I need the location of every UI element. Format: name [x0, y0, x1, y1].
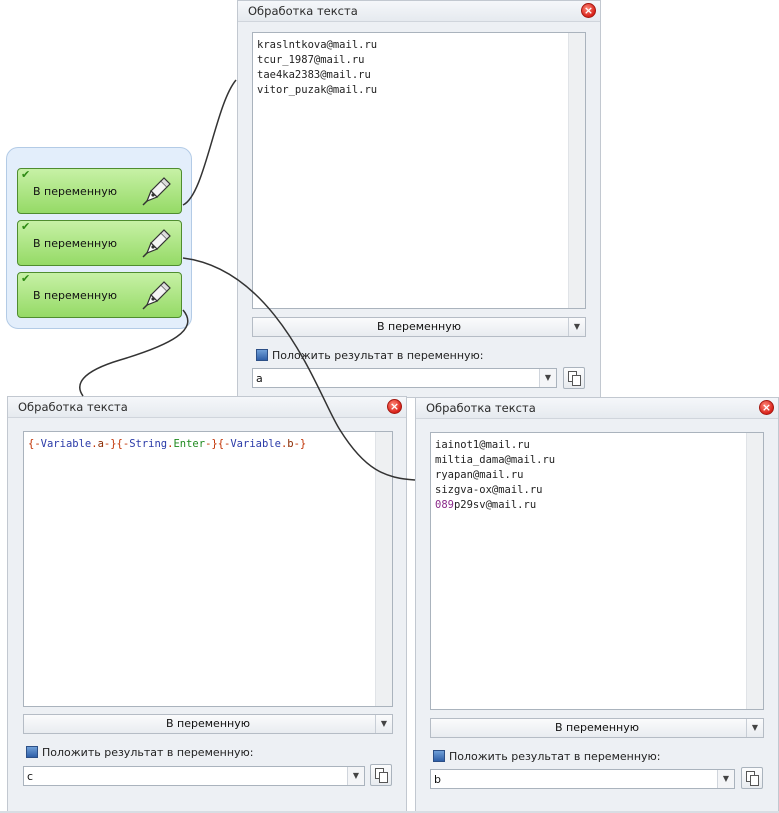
mode-dropdown[interactable]: В переменную ▼: [252, 317, 586, 337]
chevron-down-icon[interactable]: ▼: [539, 369, 556, 387]
template-input[interactable]: {-Variable.a-}{-String.Enter-}{-Variable…: [23, 431, 393, 707]
window-title: Обработка текста: [18, 400, 128, 414]
text-input[interactable]: kraslntkova@mail.ru tcur_1987@mail.ru ta…: [252, 32, 586, 309]
mode-value: В переменную: [166, 717, 250, 730]
copy-icon: [568, 371, 581, 386]
vertical-scrollbar[interactable]: [375, 432, 392, 706]
check-icon: ✔: [21, 168, 31, 181]
action-label: В переменную: [33, 185, 117, 198]
copy-button[interactable]: [370, 764, 392, 786]
checkbox-label: Положить результат в переменную:: [272, 349, 484, 362]
copy-button[interactable]: [563, 367, 585, 389]
copy-button[interactable]: [741, 767, 763, 789]
checkbox-icon[interactable]: [26, 746, 38, 758]
check-icon: ✔: [21, 272, 31, 285]
chevron-down-icon[interactable]: ▼: [375, 715, 392, 733]
checkbox-label: Положить результат в переменную:: [449, 750, 661, 763]
save-result-checkbox[interactable]: Положить результат в переменную:: [256, 349, 484, 362]
variable-value: b: [434, 773, 441, 786]
text-input[interactable]: iainot1@mail.ru miltia_dama@mail.ru ryap…: [430, 432, 764, 710]
checkbox-icon[interactable]: [433, 750, 445, 762]
window-titlebar[interactable]: Обработка текста ×: [238, 1, 600, 22]
close-icon[interactable]: ×: [581, 3, 596, 18]
text-line: tcur_1987@mail.ru: [257, 54, 365, 66]
vertical-scrollbar[interactable]: [568, 33, 585, 308]
text-line: sizgva-ox@mail.ru: [435, 484, 543, 496]
mode-value: В переменную: [555, 721, 639, 734]
close-icon[interactable]: ×: [387, 399, 402, 414]
variable-combobox[interactable]: c ▼: [23, 766, 365, 786]
save-result-checkbox[interactable]: Положить результат в переменную:: [433, 750, 661, 763]
chevron-down-icon[interactable]: ▼: [746, 719, 763, 737]
pen-icon: [142, 281, 171, 310]
copy-icon: [375, 768, 388, 783]
action-to-variable-3[interactable]: ✔ В переменную: [17, 272, 182, 318]
checkbox-icon[interactable]: [256, 349, 268, 361]
action-label: В переменную: [33, 237, 117, 250]
text-line: 089p29sv@mail.ru: [435, 499, 537, 511]
variable-value: c: [27, 770, 34, 783]
variable-combobox[interactable]: b ▼: [430, 769, 735, 789]
text-processing-window-b: Обработка текста × iainot1@mail.ru milti…: [415, 397, 779, 813]
text-processing-window-a: Обработка текста × kraslntkova@mail.ru t…: [237, 0, 601, 398]
text-line: kraslntkova@mail.ru: [257, 39, 378, 51]
chevron-down-icon[interactable]: ▼: [568, 318, 585, 336]
window-titlebar[interactable]: Обработка текста ×: [8, 397, 406, 418]
text-lines: kraslntkova@mail.ru tcur_1987@mail.ru ta…: [257, 38, 377, 98]
action-to-variable-2[interactable]: ✔ В переменную: [17, 220, 182, 266]
window-titlebar[interactable]: Обработка текста ×: [416, 398, 778, 419]
text-line: iainot1@mail.ru: [435, 439, 530, 451]
action-label: В переменную: [33, 289, 117, 302]
bottom-border: [0, 811, 779, 813]
text-lines: iainot1@mail.ru miltia_dama@mail.ru ryap…: [435, 438, 555, 513]
chevron-down-icon[interactable]: ▼: [717, 770, 734, 788]
variable-combobox[interactable]: a ▼: [252, 368, 557, 388]
mode-dropdown[interactable]: В переменную ▼: [23, 714, 393, 734]
action-to-variable-1[interactable]: ✔ В переменную: [17, 168, 182, 214]
save-result-checkbox[interactable]: Положить результат в переменную:: [26, 746, 254, 759]
check-icon: ✔: [21, 220, 31, 233]
text-processing-window-c: Обработка текста × {-Variable.a-}{-Strin…: [7, 396, 407, 813]
mode-dropdown[interactable]: В переменную ▼: [430, 718, 764, 738]
chevron-down-icon[interactable]: ▼: [347, 767, 364, 785]
template-line: {-Variable.a-}{-String.Enter-}{-Variable…: [28, 438, 307, 450]
action-group: ✔ В переменную ✔ В переменную ✔ В переме…: [6, 147, 192, 329]
vertical-scrollbar[interactable]: [746, 433, 763, 709]
variable-value: a: [256, 372, 263, 385]
close-icon[interactable]: ×: [759, 400, 774, 415]
checkbox-label: Положить результат в переменную:: [42, 746, 254, 759]
mode-value: В переменную: [377, 320, 461, 333]
copy-icon: [746, 771, 759, 786]
text-line: tae4ka2383@mail.ru: [257, 69, 371, 81]
pen-icon: [142, 229, 171, 258]
text-line: ryapan@mail.ru: [435, 469, 524, 481]
text-line: vitor_puzak@mail.ru: [257, 84, 378, 96]
text-line: miltia_dama@mail.ru: [435, 454, 556, 466]
pen-icon: [142, 177, 171, 206]
window-title: Обработка текста: [248, 4, 358, 18]
window-title: Обработка текста: [426, 401, 536, 415]
